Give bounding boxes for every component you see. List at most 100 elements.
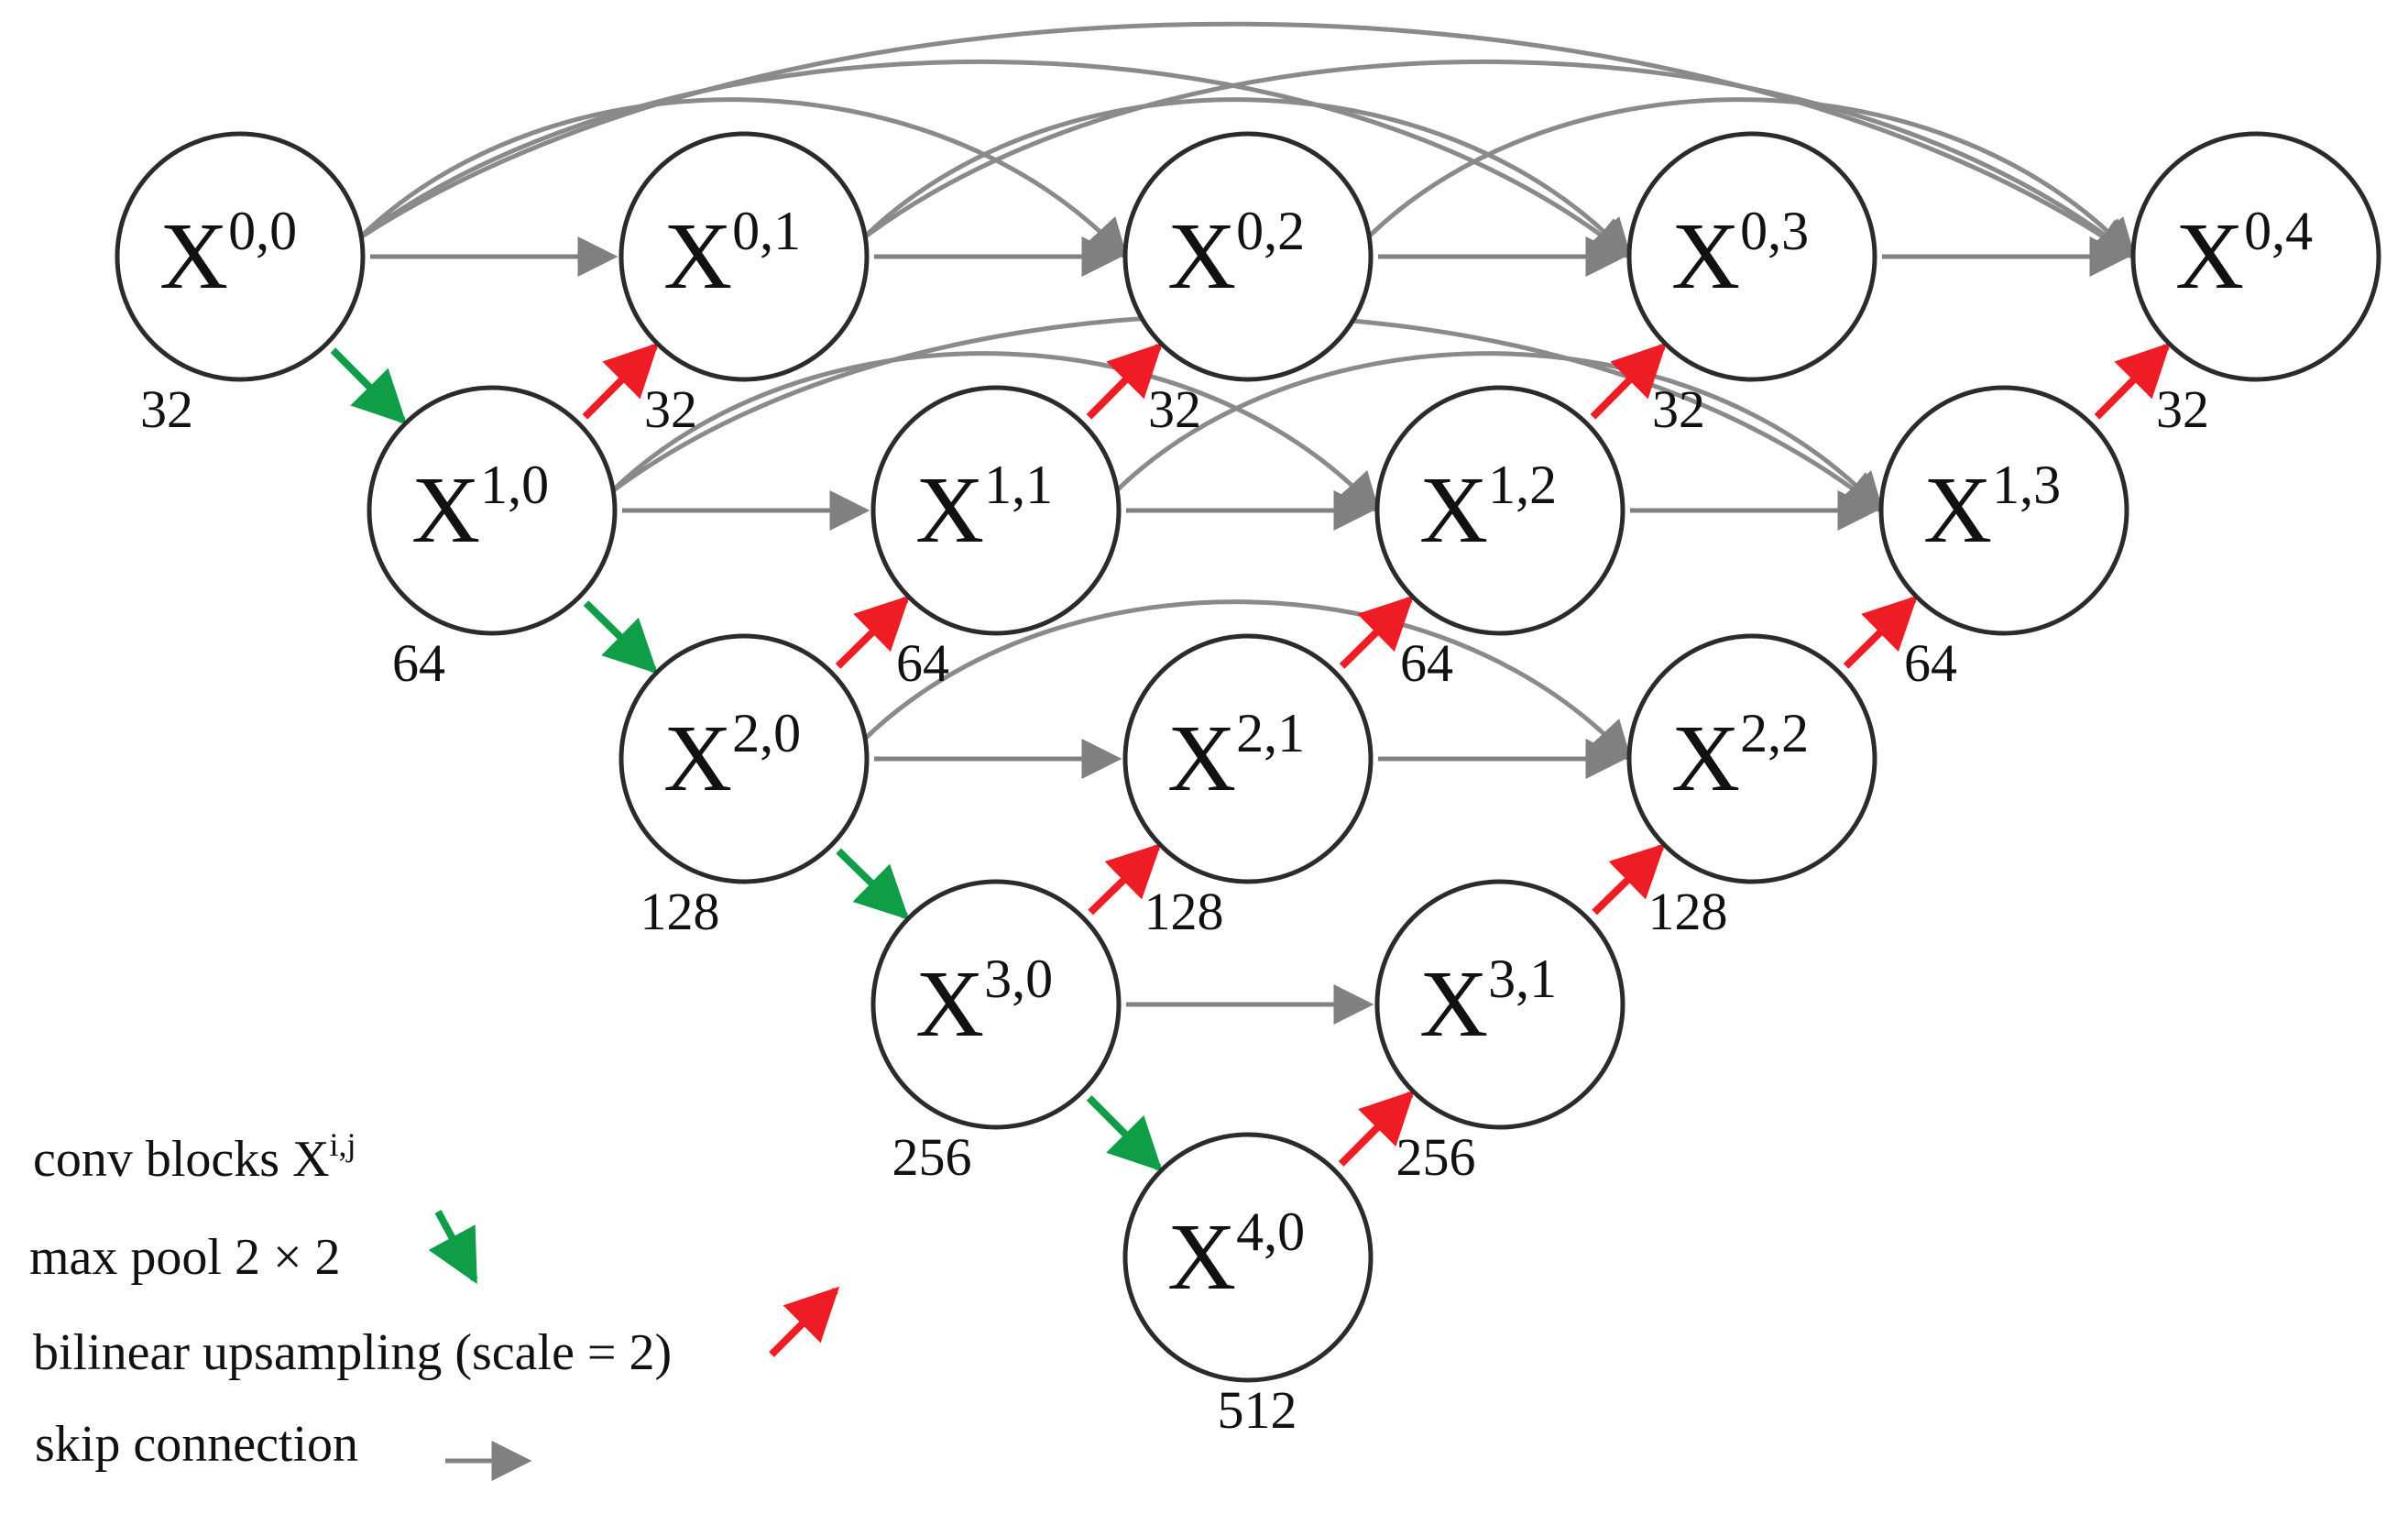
legend-upsample-arrow <box>769 1286 840 1357</box>
conv-block-0-1-sup: 0,1 <box>732 201 801 261</box>
conv-block-0-4-base: X <box>2175 203 2244 309</box>
conv-block-2-1-sup: 2,1 <box>1236 703 1305 763</box>
conv-block-1-0-label: X1,0 <box>411 455 549 563</box>
conv-block-1-1-circle <box>870 385 1122 636</box>
conv-block-1-2: X1,2 64 <box>1374 385 1625 693</box>
conv-block-3-0-channels: 256 <box>892 1127 972 1187</box>
upsample-arrow-2-0-to-1-1 <box>835 595 910 669</box>
max-pool-arrow-3-0-to-4-0 <box>1086 1095 1163 1172</box>
conv-block-1-0-sup: 1,0 <box>480 455 549 515</box>
conv-block-2-0-circle <box>618 633 870 884</box>
conv-block-0-1-circle <box>618 131 870 382</box>
conv-block-4-0-sup: 4,0 <box>1236 1201 1305 1262</box>
conv-block-4-0-base: X <box>1167 1204 1236 1310</box>
conv-block-1-1-sup: 1,1 <box>984 455 1053 515</box>
skip-curve-0-0-to-0-2 <box>357 97 1128 260</box>
conv-block-1-2-circle <box>1374 385 1625 636</box>
skip-curve-2-0-to-2-2 <box>861 599 1632 762</box>
skip-curve-1-1-to-1-3 <box>1113 351 1884 514</box>
conv-block-4-0: X4,0 512 <box>1122 1132 1374 1440</box>
conv-block-0-1: X0,1 32 <box>618 131 870 439</box>
conv-block-0-0-circle <box>115 131 366 382</box>
conv-block-3-1: X3,1 256 <box>1374 879 1625 1187</box>
legend-pool-label: max pool 2 × 2 <box>29 1229 341 1286</box>
conv-block-1-1-channels: 64 <box>896 633 949 693</box>
conv-block-3-0-circle <box>870 879 1122 1130</box>
conv-block-0-3-label: X0,3 <box>1671 201 1809 309</box>
conv-block-2-2-circle <box>1626 633 1877 884</box>
conv-block-0-2: X0,232 <box>1122 131 1374 439</box>
conv-block-3-1-base: X <box>1419 951 1488 1057</box>
skip-curve-0-2-to-0-4 <box>1365 97 2136 260</box>
conv-block-2-1-base: X <box>1167 706 1236 811</box>
upsample-arrow-4-0-to-3-1 <box>1338 1090 1415 1167</box>
conv-block-layer: X0,032X0,132X0,232X0,332X0,432X1,064X1,1… <box>115 131 2381 1440</box>
conv-block-3-1-label: X3,1 <box>1419 949 1557 1057</box>
conv-block-0-4-sup: 0,4 <box>2244 201 2313 261</box>
conv-block-4-0-circle <box>1122 1132 1374 1383</box>
conv-block-1-3-label: X1,3 <box>1923 455 2061 563</box>
conv-block-1-3-base: X <box>1923 457 1992 563</box>
upsample-arrow-layer <box>582 342 2171 1167</box>
conv-block-0-4-circle <box>2130 131 2381 382</box>
conv-block-0-1-base: X <box>663 203 732 309</box>
conv-block-2-1-channels: 128 <box>1144 882 1224 941</box>
skip-curve-0-1-to-0-4 <box>861 60 2137 259</box>
conv-block-0-3-channels: 32 <box>1652 379 1705 439</box>
legend-upsample-label: bilinear upsampling (scale = 2) <box>33 1324 672 1381</box>
conv-block-2-1-label: X2,1 <box>1167 703 1305 811</box>
conv-block-0-2-label: X0,2 <box>1167 201 1305 309</box>
conv-block-1-2-base: X <box>1419 457 1488 563</box>
conv-block-0-4-channels: 32 <box>2156 379 2209 439</box>
conv-block-4-0-label: X4,0 <box>1167 1201 1305 1310</box>
conv-block-3-0-sup: 3,0 <box>984 949 1053 1009</box>
conv-block-2-2-sup: 2,2 <box>1740 703 1809 763</box>
conv-block-0-4-label: X0,4 <box>2175 201 2313 309</box>
conv-block-1-3-sup: 1,3 <box>1992 455 2061 515</box>
skip-curve-0-0-to-0-4 <box>357 21 2137 259</box>
max-pool-arrow-0-0-to-1-0 <box>330 347 407 425</box>
conv-block-1-3: X1,3 64 <box>1878 385 2129 693</box>
conv-block-2-2-base: X <box>1671 706 1740 811</box>
skip-curve-1-0-to-1-2 <box>609 351 1380 514</box>
conv-block-0-0-channels: 32 <box>140 379 193 439</box>
upsample-arrow-1-0-to-0-1 <box>582 342 659 420</box>
conv-block-0-2-base: X <box>1167 203 1236 309</box>
skip-curve-layer <box>357 21 2137 762</box>
conv-block-1-0-channels: 64 <box>392 633 445 693</box>
conv-block-3-1-circle <box>1374 879 1625 1130</box>
conv-block-0-2-sup: 0,2 <box>1236 201 1305 261</box>
legend: conv blocks Xi,j max pool 2 × 2 bilinear… <box>29 1126 840 1481</box>
legend-conv-label: conv blocks Xi,j <box>33 1126 356 1188</box>
conv-block-1-1-base: X <box>915 457 984 563</box>
conv-block-3-1-sup: 3,1 <box>1488 949 1557 1009</box>
conv-block-2-1-circle <box>1122 633 1374 884</box>
skip-curve-0-1-to-0-3 <box>861 97 1632 260</box>
conv-block-1-1-label: X1,1 <box>915 455 1053 563</box>
conv-block-2-0-sup: 2,0 <box>732 703 801 763</box>
conv-block-0-1-channels: 32 <box>644 379 697 439</box>
legend-conv-sup: i,j <box>330 1126 356 1163</box>
conv-block-1-0-circle <box>367 385 618 636</box>
conv-block-2-1: X2,1 128 <box>1122 633 1374 941</box>
conv-block-2-0-base: X <box>663 706 732 811</box>
conv-block-1-2-channels: 64 <box>1400 633 1453 693</box>
upsample-arrow-1-3-to-0-4 <box>2094 342 2171 420</box>
conv-block-2-0-channels: 128 <box>640 882 720 941</box>
max-pool-arrow-layer <box>330 347 1163 1172</box>
legend-pool-arrow <box>428 1210 478 1285</box>
conv-block-1-3-circle <box>1878 385 2129 636</box>
upsample-arrow-2-2-to-1-3 <box>1843 595 1918 669</box>
conv-block-3-1-channels: 256 <box>1396 1127 1476 1187</box>
legend-conv-text: conv blocks X <box>33 1131 330 1188</box>
conv-block-4-0-channels: 512 <box>1218 1380 1297 1440</box>
conv-block-1-3-channels: 64 <box>1904 633 1957 693</box>
conv-block-1-2-label: X1,2 <box>1419 455 1557 563</box>
max-pool-arrow-2-0-to-3-0 <box>836 848 910 920</box>
conv-block-2-0-label: X2,0 <box>663 703 801 811</box>
conv-block-3-0-label: X3,0 <box>915 949 1053 1057</box>
skip-line-layer <box>370 236 2130 1025</box>
conv-block-3-0-base: X <box>915 951 984 1057</box>
